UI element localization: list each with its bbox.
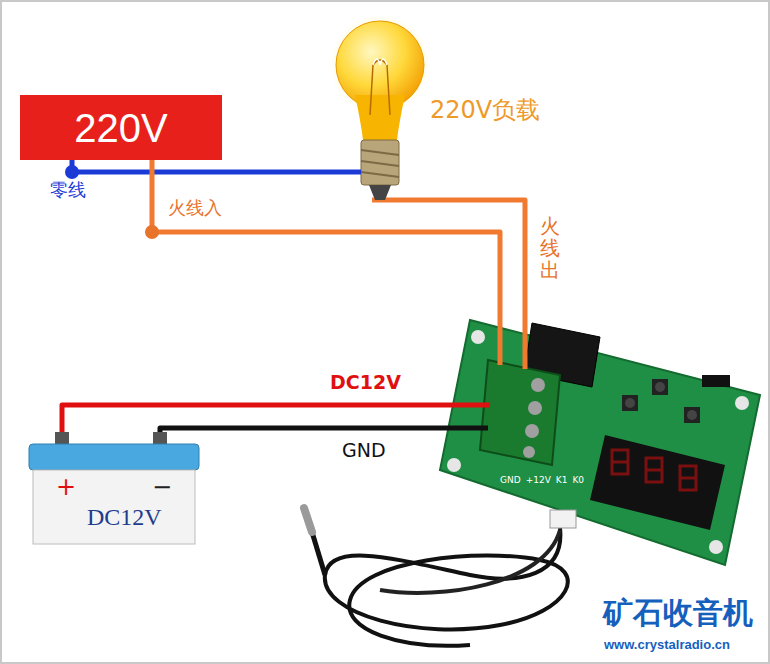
wire xyxy=(62,405,440,432)
wire-label: 零线 xyxy=(50,180,86,201)
sensor-cable xyxy=(312,532,325,575)
shape-part xyxy=(33,470,195,544)
shape-part xyxy=(373,59,387,65)
pin-label: GND xyxy=(500,475,521,485)
shape-part xyxy=(523,446,535,458)
wire-label: 火线入 xyxy=(168,198,222,219)
shape-part xyxy=(440,320,760,565)
shape-part xyxy=(652,379,668,395)
sensor-cable xyxy=(380,530,560,593)
wire xyxy=(372,200,525,315)
terminal-sign: − xyxy=(152,474,172,502)
shape-part xyxy=(684,407,700,423)
pin-label: K0 xyxy=(572,475,584,485)
wire xyxy=(72,160,325,172)
shape-part xyxy=(523,315,528,369)
shape-part xyxy=(498,315,503,365)
terminal-sign: + xyxy=(56,474,76,502)
pin-label: K1 xyxy=(556,475,568,485)
shape-part xyxy=(702,375,730,387)
shape-part xyxy=(622,395,638,411)
shape-part xyxy=(370,60,390,115)
voltage-label: 220V xyxy=(74,105,167,151)
shape-part xyxy=(471,330,485,344)
shape-part xyxy=(29,444,199,470)
wire-label: DC12V xyxy=(330,372,401,394)
shape-part xyxy=(655,382,665,392)
wire xyxy=(152,160,500,315)
shape-part xyxy=(528,401,542,415)
shape-part xyxy=(480,360,560,465)
thermostat-board-shape xyxy=(440,315,765,570)
battery: + −DC12V xyxy=(25,432,205,547)
junction-dot xyxy=(145,225,159,239)
shape-part xyxy=(325,170,361,175)
power-source-box: 220V xyxy=(20,95,222,160)
shape-part xyxy=(440,403,490,408)
shape-part xyxy=(709,540,723,554)
watermark: 矿石收音机 xyxy=(603,596,753,631)
shape-part xyxy=(612,450,696,490)
wire-label: 火线出 xyxy=(540,215,560,281)
shape-part xyxy=(531,378,545,392)
shape-part xyxy=(355,95,405,140)
shape-part xyxy=(361,150,399,177)
shape-part xyxy=(625,398,635,408)
thermostat-board: GND +12V K1 K0 xyxy=(440,315,765,570)
shape-part xyxy=(447,458,461,472)
junction-dot xyxy=(65,165,79,179)
battery-label: DC12V xyxy=(87,504,162,532)
wire xyxy=(160,428,440,432)
shape-part xyxy=(687,410,697,420)
shape-part xyxy=(590,435,725,530)
shape-part xyxy=(550,510,576,528)
sensor-cable xyxy=(325,528,568,646)
shape-part xyxy=(361,140,399,185)
shape-part xyxy=(525,424,539,438)
shape-part xyxy=(735,396,749,410)
wire-label: GND xyxy=(342,440,386,462)
shape-part xyxy=(440,426,488,431)
load-label: 220V负载 xyxy=(430,97,540,125)
shape-part xyxy=(369,185,391,200)
watermark-url: www.crystalradio.cn xyxy=(604,638,730,653)
pin-label: +12V xyxy=(526,475,551,485)
sensor-probe xyxy=(304,508,312,532)
bulb-load: 220V负载 xyxy=(325,5,570,200)
